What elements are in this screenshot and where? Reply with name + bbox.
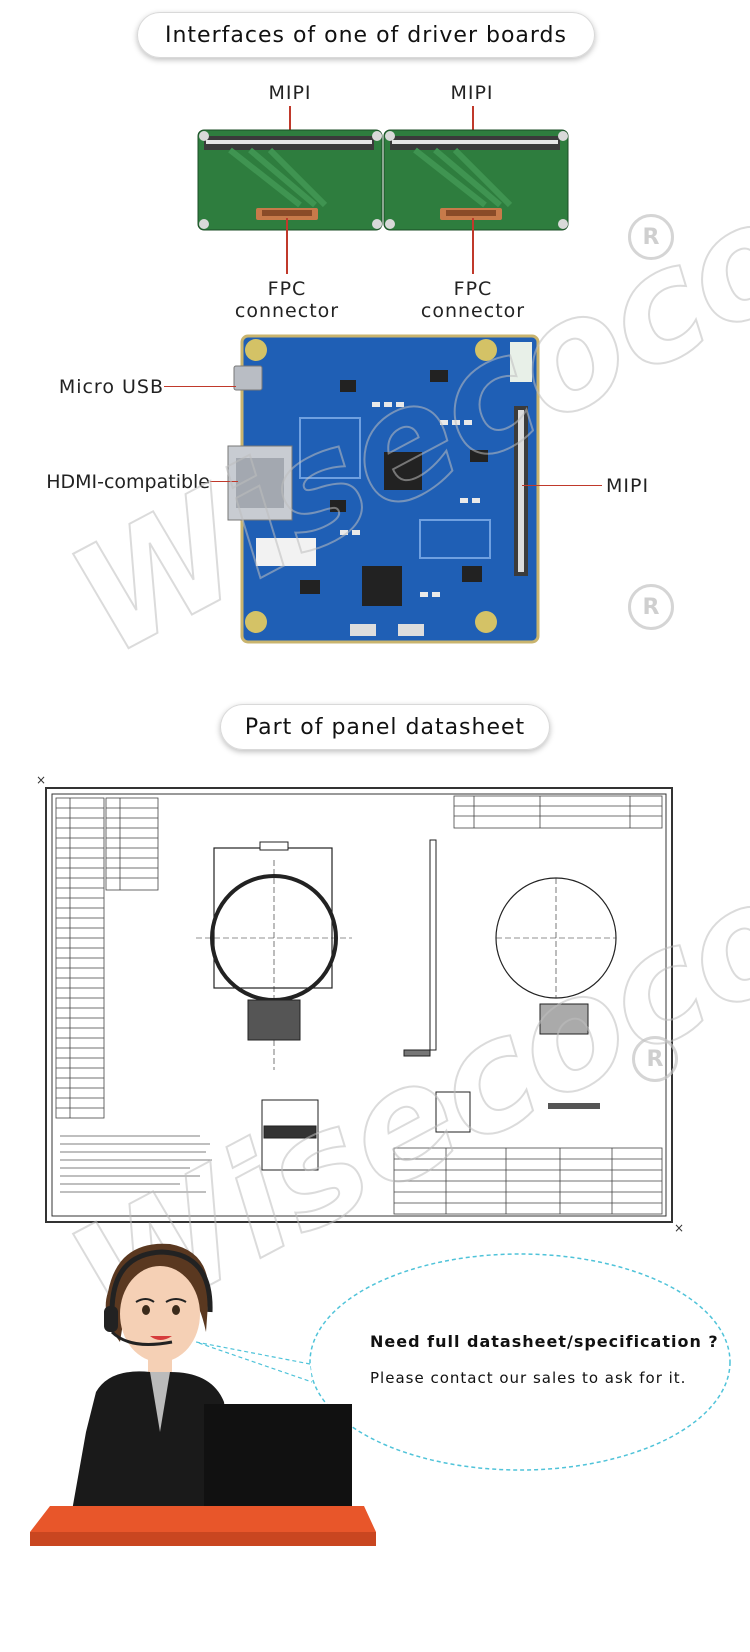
label-fpc-right: FPC connector — [420, 278, 526, 322]
section-title-interfaces-text: Interfaces of one of driver boards — [165, 22, 567, 48]
mipi-adapter-boards — [197, 129, 569, 231]
driver-board — [227, 334, 540, 644]
label-mipi-board: MIPI — [606, 475, 650, 497]
title-block-bottom — [393, 1147, 663, 1215]
leader-fpc-left — [286, 218, 288, 274]
svg-text:×: × — [36, 773, 46, 787]
section-title-datasheet-text: Part of panel datasheet — [244, 714, 526, 740]
registered-mark-icon-1: R — [628, 214, 674, 260]
label-hdmi: HDMI-compatible — [46, 471, 210, 493]
svg-text:×: × — [674, 1221, 684, 1235]
label-mipi-left: MIPI — [268, 82, 312, 104]
customer-service-illustration — [30, 1243, 731, 1546]
leader-micro-usb — [164, 386, 236, 387]
front-view — [196, 841, 352, 1070]
speech-bubble — [309, 1253, 731, 1471]
leader-hdmi — [210, 481, 238, 482]
registered-mark-icon-3: R — [632, 1036, 678, 1082]
section-title-interfaces: Interfaces of one of driver boards — [137, 12, 595, 58]
pin-table — [55, 797, 159, 1119]
panel-datasheet-drawing: × × — [36, 773, 684, 1235]
adapter-board-right — [383, 129, 569, 231]
adapter-board-left — [197, 129, 383, 231]
contact-message: Please contact our sales to ask for it. — [370, 1369, 687, 1387]
side-view — [403, 839, 437, 1057]
notes-lines — [60, 1135, 212, 1193]
leader-mipi-right — [472, 106, 474, 140]
contact-heading: Need full datasheet/specification ? — [370, 1332, 719, 1351]
label-fpc-left: FPC connector — [234, 278, 340, 322]
rear-view — [495, 877, 617, 1035]
leader-mipi-left — [289, 106, 291, 140]
section-title-datasheet: Part of panel datasheet — [220, 704, 550, 750]
registered-mark-icon-2: R — [628, 584, 674, 630]
title-block-top — [453, 795, 663, 829]
fpc-detail — [261, 1091, 600, 1171]
label-mipi-right: MIPI — [450, 82, 494, 104]
label-micro-usb: Micro USB — [58, 376, 164, 398]
leader-mipi-board — [522, 485, 602, 486]
leader-fpc-right — [472, 218, 474, 274]
